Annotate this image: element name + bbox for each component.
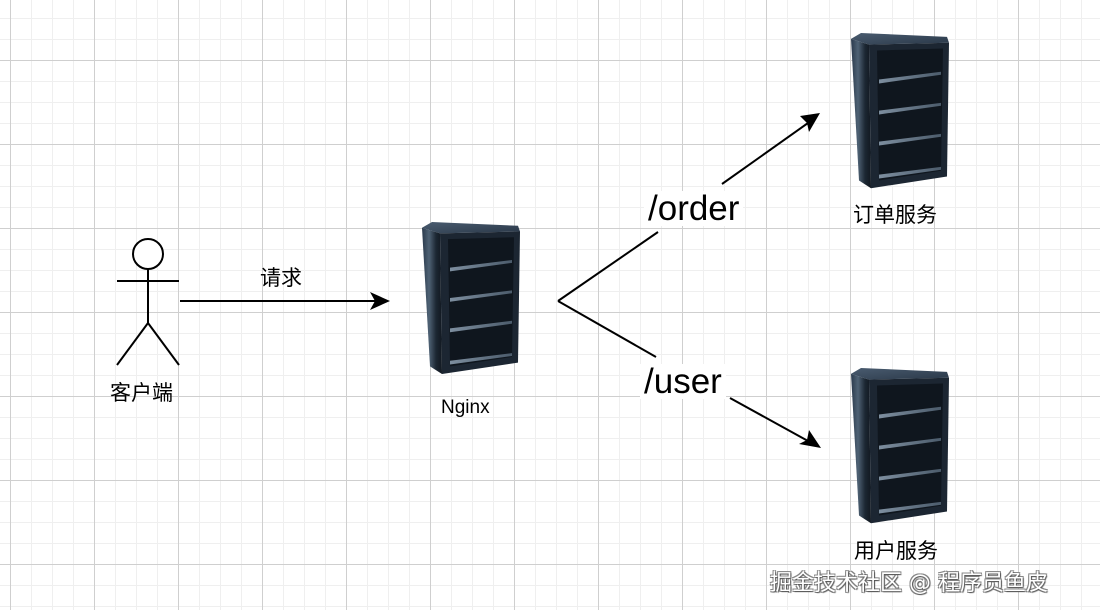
order-route-arrow[interactable] — [557, 113, 820, 302]
request-arrow[interactable] — [180, 292, 390, 310]
user-route-arrow[interactable] — [557, 300, 821, 448]
nginx-server-icon[interactable] — [422, 222, 520, 374]
client-label: 客户端 — [110, 381, 173, 405]
nginx-label: Nginx — [441, 397, 490, 418]
order-service-label: 订单服务 — [853, 203, 937, 227]
user-service-server-icon[interactable] — [851, 368, 949, 524]
order-service-server-icon[interactable] — [851, 33, 949, 189]
user-route-label: /user — [640, 364, 726, 399]
order-route-label: /order — [644, 191, 744, 226]
request-edge-label: 请求 — [260, 266, 302, 290]
user-service-label: 用户服务 — [854, 539, 938, 563]
client-actor-icon[interactable] — [116, 238, 180, 366]
watermark: 掘金技术社区 @ 程序员鱼皮 — [770, 571, 1048, 596]
